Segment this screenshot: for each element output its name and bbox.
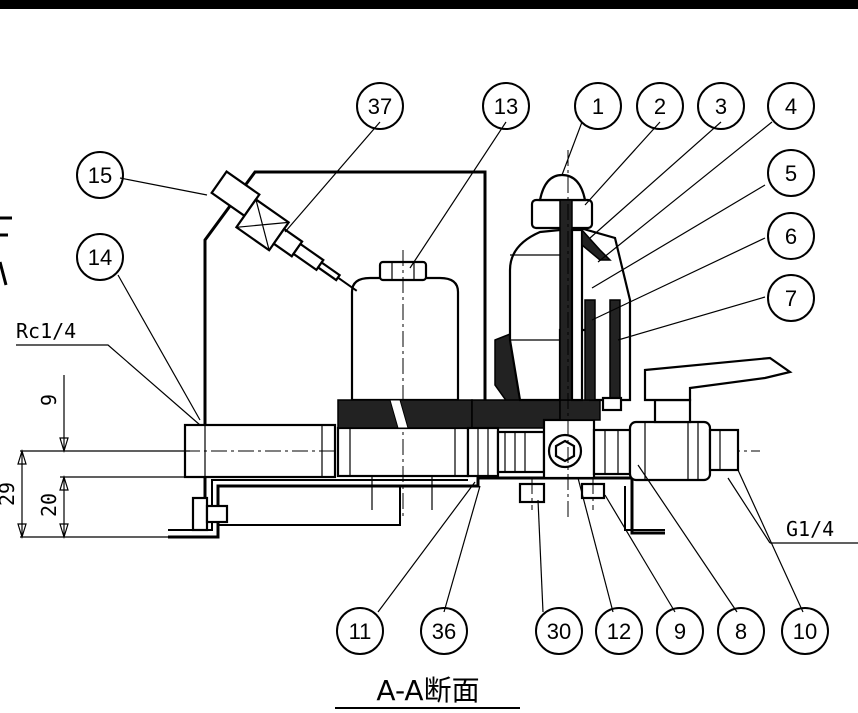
balloon-6: 6 <box>767 212 815 260</box>
svg-text:15: 15 <box>88 163 112 188</box>
balloon-5: 5 <box>767 149 815 197</box>
svg-text:14: 14 <box>88 245 112 270</box>
svg-text:8: 8 <box>735 619 747 644</box>
leaders <box>16 121 858 613</box>
balloon-30: 30 <box>535 607 583 655</box>
level-switch <box>210 170 358 292</box>
cover-bracket <box>203 170 487 530</box>
balloon-7: 7 <box>767 274 815 322</box>
svg-text:37: 37 <box>368 94 392 119</box>
dim-29: 29 <box>0 482 19 506</box>
balloon-9: 9 <box>656 607 704 655</box>
balloon-13: 13 <box>482 82 530 130</box>
balloon-4: 4 <box>767 82 815 130</box>
balloon-8: 8 <box>717 607 765 655</box>
left-edge-marks <box>0 216 12 286</box>
balloon-15: 15 <box>76 151 124 199</box>
top-border <box>0 0 858 9</box>
dimension-lines <box>17 375 190 540</box>
svg-text:1: 1 <box>592 94 604 119</box>
balloon-36: 36 <box>420 607 468 655</box>
balloon-37: 37 <box>356 82 404 130</box>
dim-9: 9 <box>37 394 61 406</box>
balloon-11: 11 <box>336 607 384 655</box>
svg-text:6: 6 <box>785 224 797 249</box>
balloon-3: 3 <box>697 82 745 130</box>
svg-text:3: 3 <box>715 94 727 119</box>
svg-text:11: 11 <box>349 619 372 644</box>
nipple-11 <box>466 426 546 478</box>
balloon-1: 1 <box>574 82 622 130</box>
svg-text:13: 13 <box>494 94 518 119</box>
base-bracket <box>168 476 665 539</box>
mount-bolt-left <box>191 496 229 532</box>
svg-text:4: 4 <box>785 94 797 119</box>
base-bolts <box>518 478 606 510</box>
balloon-2: 2 <box>636 82 684 130</box>
svg-text:5: 5 <box>785 161 797 186</box>
svg-text:12: 12 <box>607 619 631 644</box>
pressure-switch <box>508 150 632 520</box>
svg-text:9: 9 <box>674 619 686 644</box>
dim-g: G1/4 <box>786 517 834 541</box>
svg-text:30: 30 <box>547 619 571 644</box>
ball-valve <box>592 356 793 482</box>
svg-text:36: 36 <box>432 619 456 644</box>
svg-text:7: 7 <box>785 286 797 311</box>
svg-text:2: 2 <box>654 94 666 119</box>
dim-20: 20 <box>37 493 61 517</box>
balloon-10: 10 <box>781 607 829 655</box>
solenoid-coil <box>337 250 473 520</box>
center-block <box>542 399 601 480</box>
section-title: A-A断面 <box>376 674 479 707</box>
svg-text:10: 10 <box>793 619 817 644</box>
balloon-12: 12 <box>595 607 643 655</box>
dim-rc: Rc1/4 <box>16 319 76 343</box>
balloon-14: 14 <box>76 233 124 281</box>
